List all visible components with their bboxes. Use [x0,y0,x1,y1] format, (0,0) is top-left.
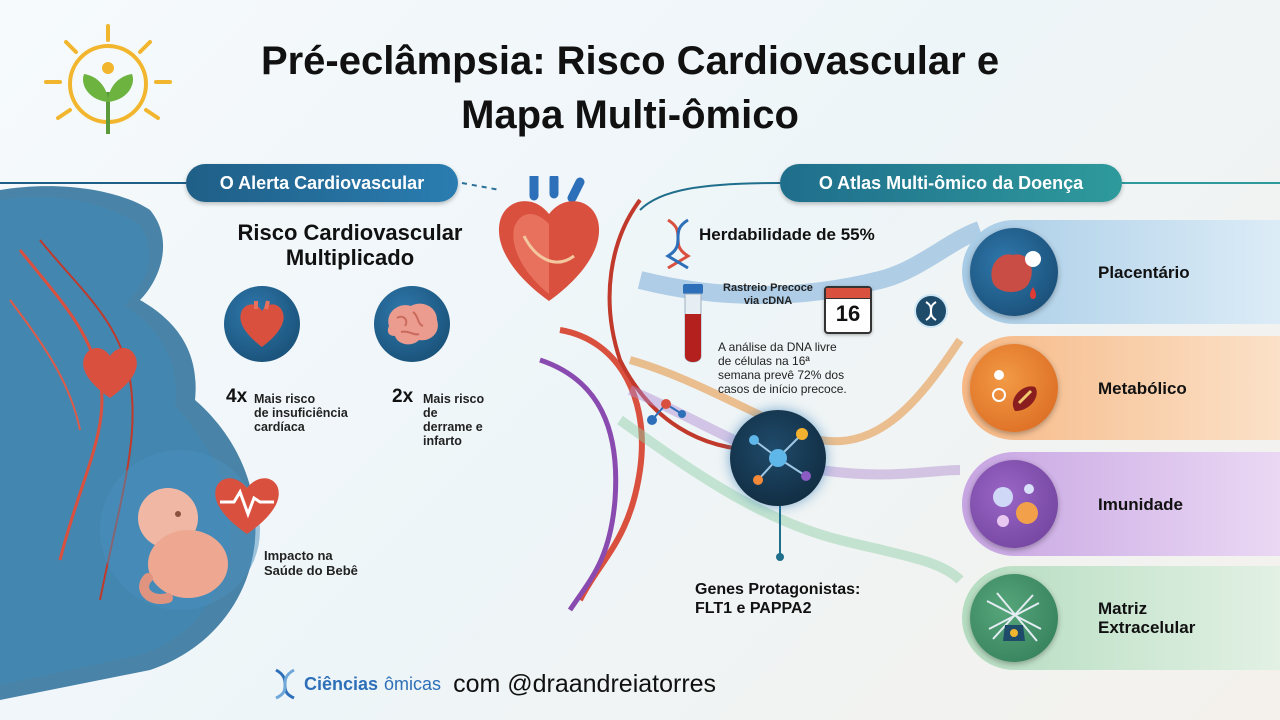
baby-impact-line-1: Impacto na [264,548,333,563]
band-immunity: Imunidade [962,452,1280,556]
dna-node-icon [914,294,948,328]
cdna-note: A análise da DNA livre de células na 16ª… [718,340,878,396]
brand-bold: Ciências [304,673,379,694]
calendar-day: 16 [835,301,861,326]
immune-cells-icon [970,460,1058,548]
fetus-icon [138,488,228,604]
screening-text: Rastreio Precoce via cDNA [718,282,818,308]
stat-2x-value: 2x [392,386,414,407]
genes-line-1: Genes Protagonistas: [695,581,861,598]
band-ecm-line-2: Extracelular [1098,618,1196,637]
genes-text: Genes Protagonistas: FLT1 e PAPPA2 [695,580,860,618]
baby-impact-line-2: Saúde do Bebê [264,563,358,578]
sun-plant-logo [44,24,172,134]
dna-icon [665,218,691,270]
cdna-note-line: semana prevê 72% dos [718,368,845,382]
band-immunity-label: Imunidade [1098,494,1184,514]
stat-2x-line: de [423,406,438,420]
genes-line-2: FLT1 e PAPPA2 [695,600,812,617]
band-extracellular-matrix: Matriz Extracelular [962,566,1280,670]
stat-2x-line: Mais risco [423,392,485,406]
metabolic-icon [970,344,1058,432]
band-placental: Placentário [962,220,1280,324]
brain-icon [387,303,438,345]
risk-heading: Risco Cardiovascular Multiplicado [220,220,480,270]
stat-4x-text: Mais risco de insuficiência cardíaca [254,392,374,434]
stat-4x-value: 4x [226,386,248,407]
placenta-icon [970,228,1058,316]
stat-2x-line: derrame e [423,420,483,434]
blood-tube-icon [683,284,703,363]
stat-4x-line: de insuficiência [254,406,348,420]
band-extracellular-matrix-label: Matriz Extracelular [1098,599,1195,637]
baby-impact-text: Impacto na Saúde do Bebê [264,548,358,578]
small-molecule-icon [647,399,686,425]
risk-heading-line-1: Risco Cardiovascular [237,220,463,245]
brand-light: ômicas [384,673,442,694]
stat-2x-line: infarto [423,434,462,448]
risk-heading-line-2: Multiplicado [285,245,415,270]
multiomic-atlas-pill: O Atlas Multi-ômico da Doença [780,164,1122,202]
stat-4x: 4x [226,386,247,408]
heart-icon [240,300,284,347]
brain-stat-badge [374,286,450,362]
title-line-2: Mapa Multi-ômico [461,93,799,137]
screening-line-2: via cDNA [743,295,793,307]
band-ecm-line-1: Matriz [1098,599,1148,618]
stat-4x-line: Mais risco [254,392,316,406]
stat-2x: 2x [392,386,413,408]
body-heart-icon [83,347,137,398]
cdna-note-line: A análise da DNA livre [718,340,837,354]
band-placental-label: Placentário [1098,262,1190,282]
extracellular-matrix-icon [970,574,1058,662]
stat-4x-line: cardíaca [254,420,305,434]
author-handle: com @draandreiatorres [453,669,717,698]
footer: Ciências ômicas com @draandreiatorres [272,668,716,700]
cardiovascular-alert-pill: O Alerta Cardiovascular [186,164,458,202]
molecule-icon [749,428,811,485]
dna-logo-icon [275,668,295,700]
heritability-text: Herdabilidade de 55% [699,225,875,244]
page-title: Pré-eclâmpsia: Risco Cardiovascular e Ma… [200,34,1060,142]
cdna-note-line: casos de início precoce. [718,382,847,396]
cdna-note-line: de células na 16ª [718,354,810,368]
heartbeat-heart-icon [215,478,279,534]
heart-icon [498,176,600,301]
band-metabolic-label: Metabólico [1098,378,1187,398]
heart-stat-badge [224,286,300,362]
calendar-icon: 16 [824,286,872,334]
stat-2x-text: Mais risco de derrame e infarto [423,392,513,448]
title-line-1: Pré-eclâmpsia: Risco Cardiovascular e [260,39,1000,83]
band-metabolic: Metabólico [962,336,1280,440]
screening-line-1: Rastreio Precoce [723,282,813,294]
